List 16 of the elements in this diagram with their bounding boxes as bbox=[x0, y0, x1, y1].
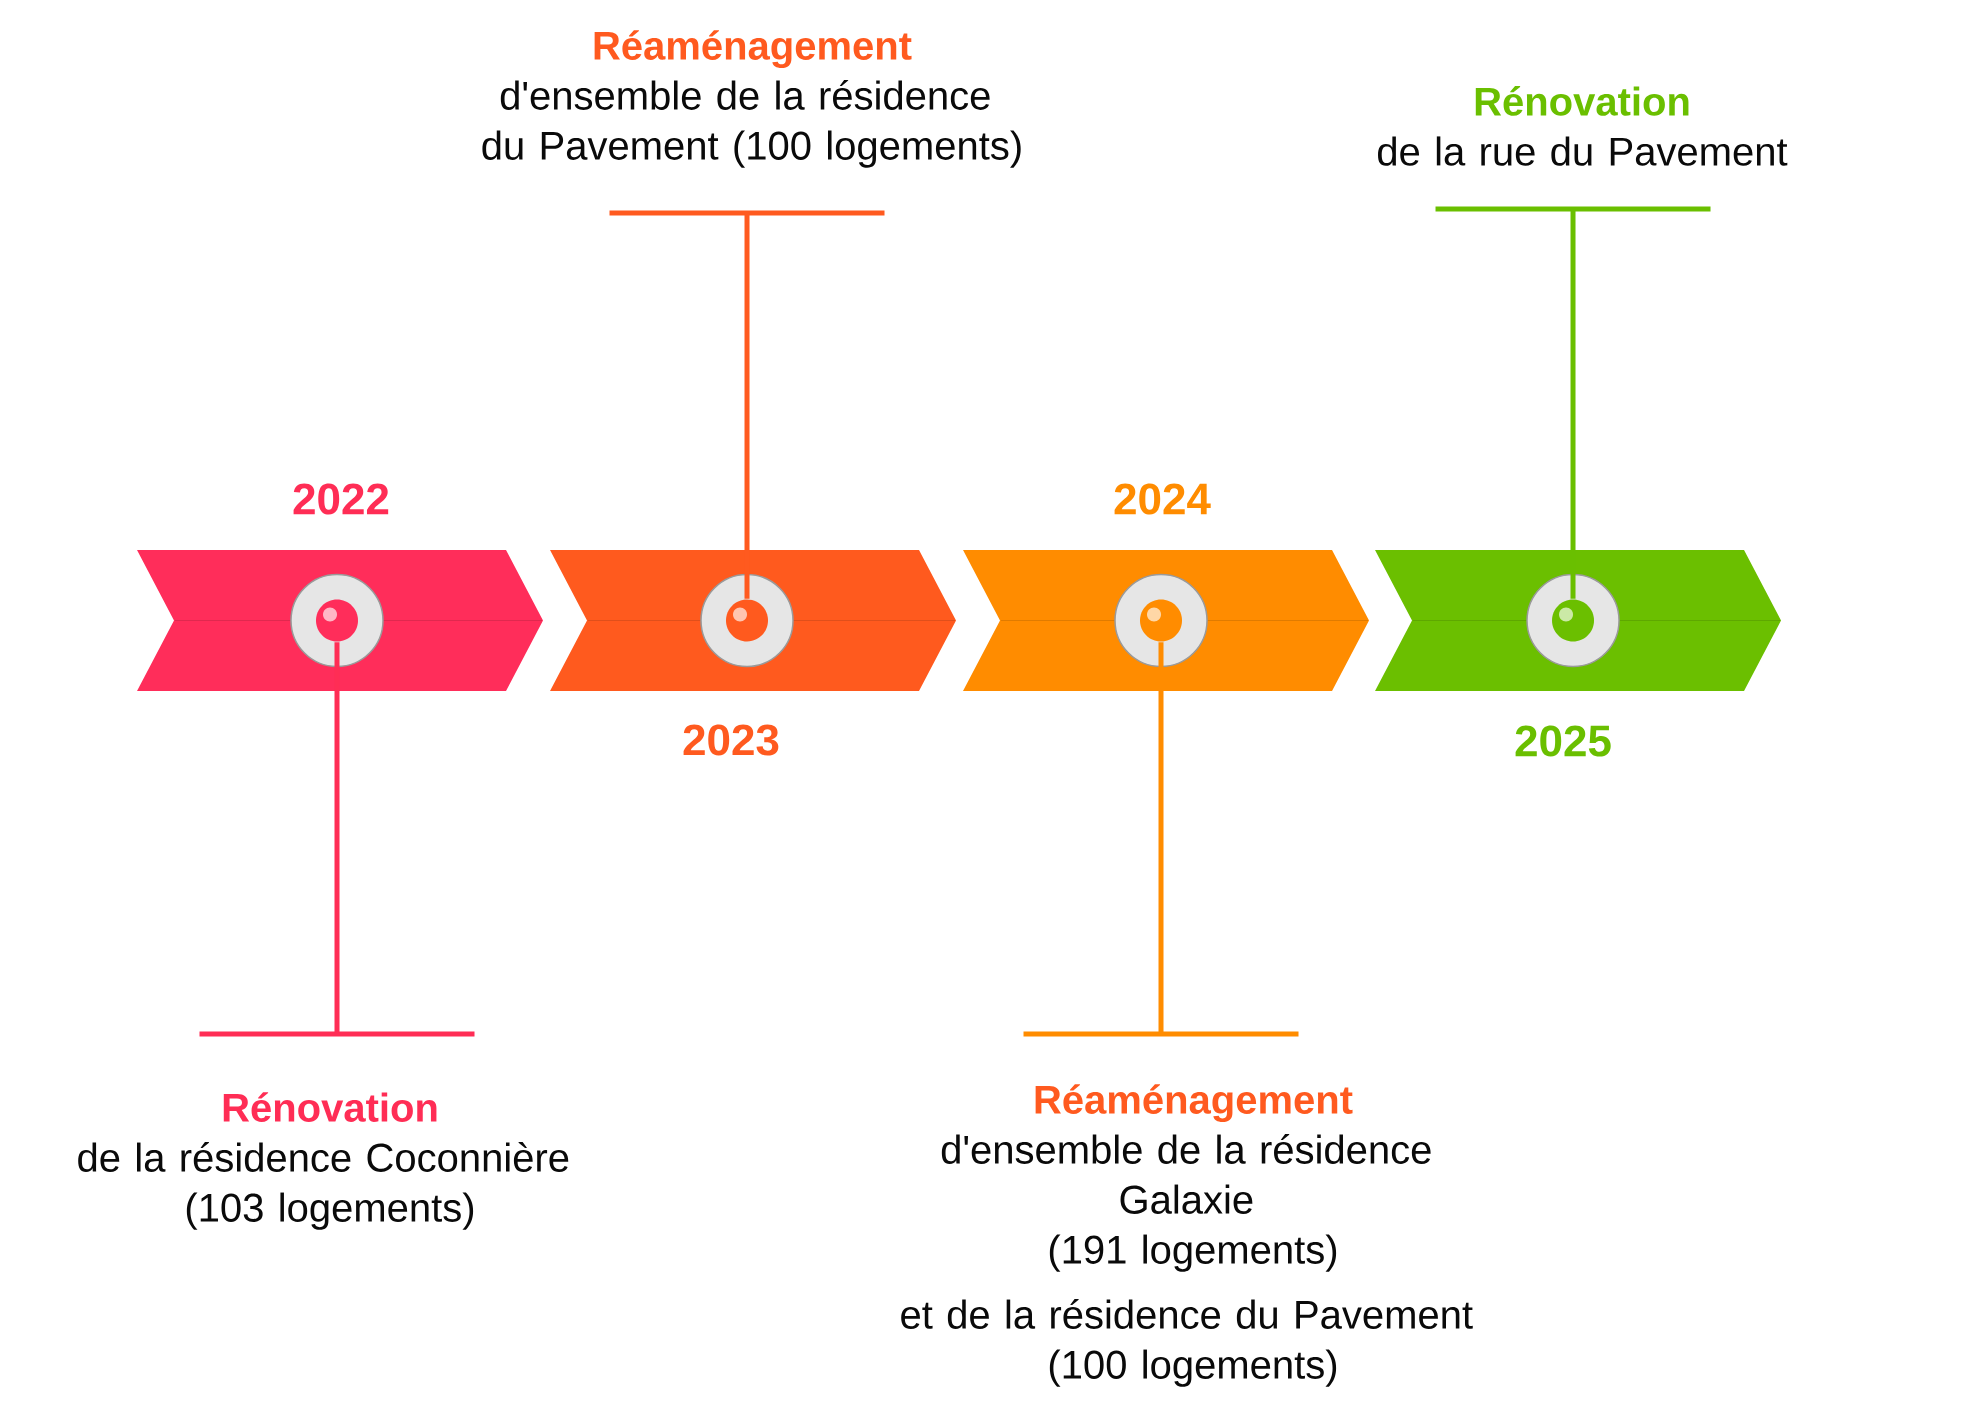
event-description: Réaménagement d'ensemble de la résidence du Pavement (100 logements) bbox=[482, 30, 1021, 168]
event-description: Rénovation de la rue du Pavement bbox=[1378, 86, 1788, 166]
marker-icon bbox=[1114, 573, 1208, 668]
marker-icon bbox=[290, 573, 384, 668]
marker-icon bbox=[1526, 573, 1620, 668]
leader-line bbox=[744, 213, 750, 599]
event-description: Réaménagement d'ensemble de la résidence Galaxie (191 logements) et de la résidence du Pavement (100 logements) bbox=[901, 1084, 1473, 1387]
event-description: Rénovation de la résidence Coconnière (103 logements) bbox=[78, 1092, 569, 1230]
year-label: 2024 bbox=[1114, 483, 1211, 515]
marker-icon bbox=[700, 573, 794, 668]
leader-line bbox=[334, 642, 340, 1034]
year-label: 2025 bbox=[1515, 725, 1611, 757]
leader-line bbox=[1158, 642, 1164, 1034]
year-label: 2023 bbox=[683, 724, 779, 756]
leader-line bbox=[1570, 209, 1576, 599]
year-label: 2022 bbox=[293, 483, 389, 515]
